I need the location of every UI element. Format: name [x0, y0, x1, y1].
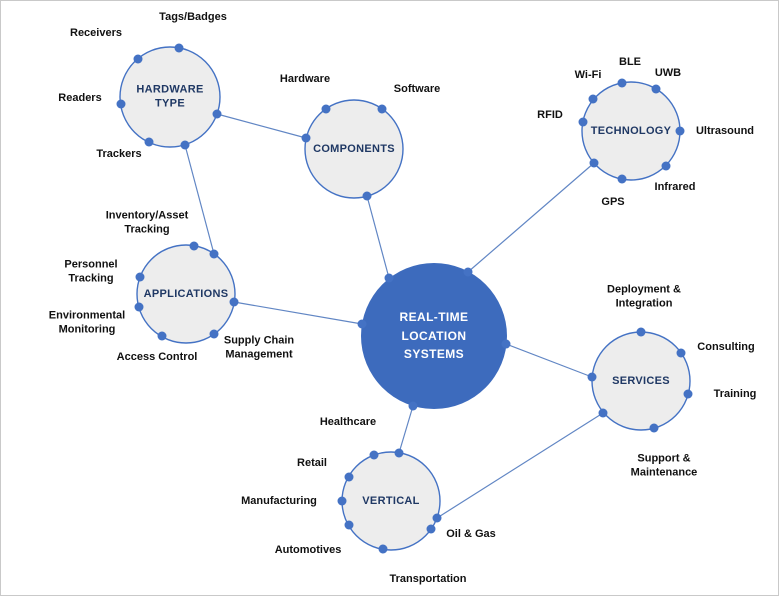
leaf-dot-inventory-asset-tracking	[189, 241, 199, 251]
leaf-label-receivers: Receivers	[70, 26, 122, 39]
leaf-label-oil-gas: Oil & Gas	[446, 527, 496, 540]
leaf-dot-support-maintenance	[649, 423, 659, 433]
leaf-dot-wifi	[588, 94, 598, 104]
leaf-label-infrared: Infrared	[654, 180, 696, 193]
leaf-label-access-control: Access Control	[116, 350, 198, 363]
leaf-dot-manufacturing	[337, 496, 347, 506]
leaf-label-automotives: Automotives	[274, 543, 342, 556]
leaf-label-trackers: Trackers	[96, 147, 142, 160]
connector-line-vertical-services	[436, 412, 604, 519]
leaf-label-wifi: Wi-Fi	[574, 68, 602, 81]
leaf-dot-retail	[344, 472, 354, 482]
leaf-label-gps: GPS	[601, 195, 625, 208]
connector-line-hardware-components	[216, 113, 307, 139]
leaf-dot-software	[377, 104, 387, 114]
connector-dot-technology-center	[589, 158, 599, 168]
leaf-label-inventory-asset-tracking: Inventory/Asset Tracking	[105, 209, 189, 236]
leaf-dot-infrared	[661, 161, 671, 171]
leaf-label-ble: BLE	[619, 55, 641, 68]
connector-dot-components-center	[362, 191, 372, 201]
connector-dot-vertical-center	[394, 448, 404, 458]
hardware-type-node-circle	[119, 46, 221, 148]
leaf-dot-rfid	[578, 117, 588, 127]
leaf-label-deployment-integration: Deployment & Integration	[607, 283, 681, 310]
services-node-label: SERVICES	[612, 374, 670, 387]
connector-line-services-center	[505, 343, 593, 378]
components-node-circle	[304, 99, 404, 199]
connector-line-hardware-applications	[184, 144, 215, 255]
leaf-dot-automotives	[344, 520, 354, 530]
leaf-label-tags-badges: Tags/Badges	[159, 10, 227, 23]
connector-dot-center-vertical	[408, 401, 418, 411]
leaf-dot-healthcare	[369, 450, 379, 460]
connector-line-technology-center	[467, 162, 595, 273]
connector-dot-applications-center	[229, 297, 239, 307]
connector-dot-hardware-applications	[180, 140, 190, 150]
center-node-label: REAL-TIME LOCATION SYSTEMS	[399, 310, 469, 362]
hardware-type-node-label: HARDWARE TYPE	[136, 83, 204, 110]
leaf-dot-ble	[617, 78, 627, 88]
leaf-dot-ultrasound	[675, 126, 685, 136]
connector-line-applications-center	[233, 301, 363, 325]
leaf-label-transportation: Transportation	[389, 572, 467, 585]
leaf-label-uwb: UWB	[654, 66, 682, 79]
leaf-label-ultrasound: Ultrasound	[695, 124, 755, 137]
leaf-dot-access-control	[157, 331, 167, 341]
leaf-dot-training	[683, 389, 693, 399]
leaf-dot-receivers	[133, 54, 143, 64]
leaf-dot-tags-badges	[174, 43, 184, 53]
technology-node-label: TECHNOLOGY	[590, 124, 672, 137]
leaf-dot-consulting	[676, 348, 686, 358]
leaf-dot-supply-chain-management	[209, 329, 219, 339]
connector-dot-center-services	[501, 339, 511, 349]
connector-dot-center-applications	[357, 319, 367, 329]
connector-line-components-center	[366, 195, 390, 279]
leaf-label-supply-chain-management: Supply Chain Management	[223, 334, 295, 361]
leaf-label-support-maintenance: Support & Maintenance	[630, 452, 698, 479]
leaf-dot-trackers	[144, 137, 154, 147]
leaf-label-training: Training	[713, 387, 757, 400]
leaf-dot-environmental-monitoring	[134, 302, 144, 312]
leaf-label-software: Software	[393, 82, 441, 95]
connector-dot-center-technology	[463, 267, 473, 277]
applications-node-circle	[136, 244, 236, 344]
leaf-dot-uwb	[651, 84, 661, 94]
leaf-dot-transportation	[378, 544, 388, 554]
leaf-dot-gps	[617, 174, 627, 184]
leaf-label-personnel-tracking: Personnel Tracking	[64, 258, 118, 285]
connector-dot-services-vertical	[598, 408, 608, 418]
leaf-dot-personnel-tracking	[135, 272, 145, 282]
connector-dot-hardware-components	[212, 109, 222, 119]
leaf-dot-hardware	[321, 104, 331, 114]
connector-dot-applications-hardware	[209, 249, 219, 259]
leaf-label-manufacturing: Manufacturing	[241, 494, 317, 507]
center-node-circle	[361, 263, 507, 409]
leaf-dot-oil-gas	[426, 524, 436, 534]
leaf-label-retail: Retail	[297, 456, 327, 469]
leaf-dot-readers	[116, 99, 126, 109]
components-node-label: COMPONENTS	[313, 142, 395, 155]
leaf-label-hardware: Hardware	[279, 72, 331, 85]
leaf-label-consulting: Consulting	[697, 340, 755, 353]
connector-dot-center-components	[384, 273, 394, 283]
applications-node-label: APPLICATIONS	[143, 287, 229, 300]
leaf-label-healthcare: Healthcare	[319, 415, 377, 428]
vertical-node-label: VERTICAL	[362, 494, 420, 507]
connector-dot-components-hardware	[301, 133, 311, 143]
connector-line-vertical-center	[398, 405, 414, 454]
leaf-dot-deployment-integration	[636, 327, 646, 337]
leaf-label-rfid: RFID	[537, 108, 563, 121]
connector-dot-vertical-services	[432, 513, 442, 523]
connector-dot-services-center	[587, 372, 597, 382]
leaf-label-environmental-monitoring: Environmental Monitoring	[48, 309, 126, 336]
leaf-label-readers: Readers	[58, 91, 102, 104]
